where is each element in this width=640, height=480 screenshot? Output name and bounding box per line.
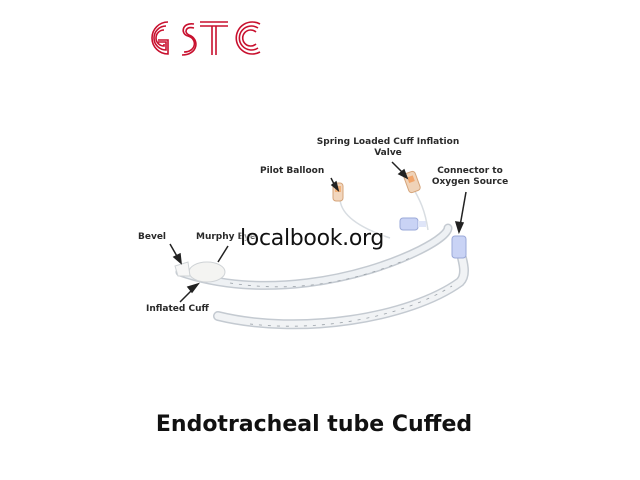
caption-title: Endotracheal tube Cuffed <box>155 412 473 437</box>
label-pilot-balloon: Pilot Balloon <box>260 166 325 176</box>
bevel-tip <box>174 261 191 277</box>
label-spring-valve-line1: Spring Loaded Cuff Inflation <box>316 137 460 147</box>
lower-tube <box>213 253 469 330</box>
label-spring-valve: Spring Loaded Cuff Inflation Valve <box>316 137 460 158</box>
inflated-cuff <box>188 261 226 283</box>
label-spring-valve-line2: Valve <box>374 148 402 158</box>
label-connector: Connector to Oxygen Source <box>430 166 510 187</box>
label-inflated-cuff: Inflated Cuff <box>146 304 209 314</box>
connector-upper <box>399 217 426 231</box>
label-bevel: Bevel <box>138 232 167 242</box>
arrow-murphy <box>217 245 229 263</box>
label-connector-line1: Connector to <box>437 166 503 176</box>
spring-valve <box>403 170 421 194</box>
gstc-logo <box>151 21 261 56</box>
arrow-connector <box>459 191 467 227</box>
label-murphy-eye: Murphy Eye <box>196 232 256 242</box>
label-connector-line2: Oxygen Source <box>431 177 509 187</box>
connector-lower <box>451 235 467 259</box>
watermark-text: localbook.org <box>240 226 385 251</box>
upper-tube <box>175 223 453 290</box>
